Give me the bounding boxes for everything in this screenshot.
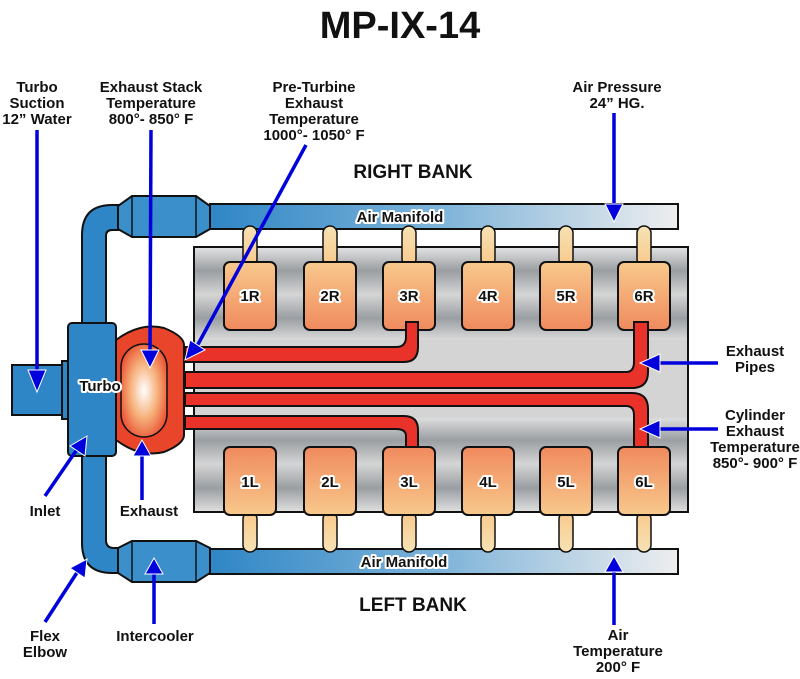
- cylinder-4l: 4L: [461, 446, 515, 553]
- cylinder-6r: 6R: [617, 225, 671, 331]
- annotation-intercooler: Intercooler: [116, 628, 194, 645]
- cylinder-label: 2R: [320, 288, 339, 305]
- air-manifold-bottom-label: Air Manifold: [361, 554, 448, 571]
- left-bank-label: LEFT BANK: [359, 595, 467, 616]
- cylinder-label: 5R: [556, 288, 575, 305]
- cylinder-5l: 5L: [539, 446, 593, 553]
- annotation-inlet: Inlet: [30, 503, 61, 520]
- cylinder-label: 3R: [399, 288, 418, 305]
- cylinder-label: 3L: [400, 474, 418, 491]
- arrow-pre-turbine: [184, 339, 206, 361]
- arrow-flex-elbow: [69, 558, 88, 579]
- arrow-air-pressure: [604, 203, 624, 224]
- cylinder-label: 6L: [635, 474, 653, 491]
- right-bank-label: RIGHT BANK: [353, 162, 473, 183]
- arrow-air-temperature: [604, 554, 624, 573]
- cylinder-1l: 1L: [223, 446, 277, 553]
- air-manifold-top-label: Air Manifold: [357, 209, 444, 226]
- cylinder-label: 4L: [479, 474, 497, 491]
- right-bank-cylinders: 1R 2R 3R 4R 5R 6R: [223, 225, 671, 331]
- cylinder-3l: 3L: [382, 446, 436, 553]
- arrow-inlet: [69, 435, 88, 457]
- arrow-intercooler: [144, 556, 164, 575]
- annotation-arrows: [27, 113, 718, 625]
- left-bank-cylinders: 1L 2L 3L 4L 5L 6L: [223, 446, 671, 553]
- arrow-exhaust-stack: [140, 349, 160, 370]
- annotation-exhaust: Exhaust: [120, 503, 178, 520]
- cylinder-label: 4R: [478, 288, 497, 305]
- cylinder-label: 1L: [241, 474, 259, 491]
- cylinder-4r: 4R: [461, 225, 515, 331]
- turbo: Turbo: [11, 322, 185, 457]
- cylinder-1r: 1R: [223, 225, 277, 331]
- cylinder-label: 1R: [240, 288, 259, 305]
- arrow-cylinder-exhaust: [638, 419, 661, 439]
- cylinder-label: 2L: [321, 474, 339, 491]
- turbo-label: Turbo: [79, 378, 120, 395]
- cylinder-2l: 2L: [303, 446, 357, 553]
- arrow-exhaust: [132, 438, 152, 457]
- cylinder-label: 5L: [557, 474, 575, 491]
- cylinder-3r: 3R: [382, 225, 436, 331]
- cylinder-6l: 6L: [617, 446, 671, 553]
- air-manifold-top: [209, 203, 679, 230]
- air-manifold-bottom: [209, 548, 679, 575]
- exhaust-pipes: [184, 321, 649, 448]
- cylinder-2r: 2R: [303, 225, 357, 331]
- arrow-turbo-suction: [27, 369, 47, 394]
- cylinder-5r: 5R: [539, 225, 593, 331]
- arrow-exhaust-pipes: [638, 353, 661, 373]
- diagram-title: MP-IX-14: [320, 5, 480, 47]
- cylinder-label: 6R: [634, 288, 653, 305]
